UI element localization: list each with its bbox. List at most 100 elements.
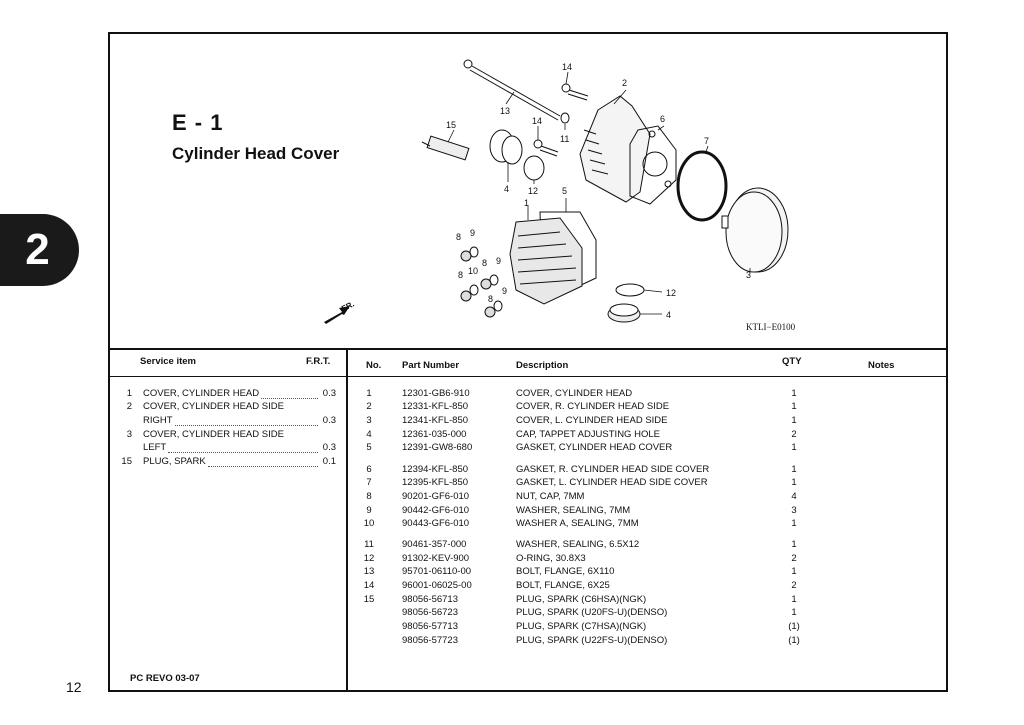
parts-page-frame: E - 1 Cylinder Head Cover KTLI−E0100 (108, 32, 948, 692)
callout: 12 (666, 288, 676, 298)
callout: 9 (496, 256, 501, 266)
part-row-qty: 2 (791, 580, 797, 591)
page-number: 12 (66, 679, 82, 695)
tappet-cap-4-lower (607, 303, 641, 323)
part-row-qty: (1) (788, 621, 800, 632)
service-row-number: 2 (126, 401, 132, 412)
service-row-description: COVER, CYLINDER HEAD SIDE (143, 429, 284, 440)
callout: 8 (488, 294, 493, 304)
part-row-part-number: 95701-06110-00 (402, 566, 472, 577)
part-row-number: 7 (366, 477, 372, 488)
service-header-rule (110, 376, 346, 377)
part-row-number: 5 (366, 442, 372, 453)
part-row-description: PLUG, SPARK (U22FS-U)(DENSO) (516, 635, 668, 646)
part-row-part-number: 90461-357-000 (402, 539, 467, 550)
o-ring-12-lower (615, 283, 645, 297)
part-row-qty: 1 (791, 477, 797, 488)
callout: 15 (446, 120, 456, 130)
part-row: 9 90442-GF6-010 WASHER, SEALING, 7MM 3 (348, 505, 946, 518)
part-row: 98056-57723 PLUG, SPARK (U22FS-U)(DENSO) (… (348, 635, 946, 648)
part-row-description: WASHER, SEALING, 7MM (516, 505, 631, 516)
part-row-qty: 1 (791, 539, 797, 550)
part-row-description: PLUG, SPARK (C7HSA)(NGK) (516, 621, 647, 632)
callout: 13 (500, 106, 510, 116)
service-item-header: Service item (140, 356, 196, 367)
part-row-qty: 1 (791, 518, 797, 529)
part-row: 7 12395-KFL-850 GASKET, L. CYLINDER HEAD S… (348, 477, 946, 490)
callout: 9 (470, 228, 475, 238)
model-footer: PC REVO 03-07 (130, 673, 200, 684)
gasket-7 (676, 150, 728, 222)
leader-lines (447, 71, 751, 315)
service-row-description: RIGHT (143, 415, 173, 426)
part-row-number: 3 (366, 415, 372, 426)
part-row-part-number: 12301-GB6-910 (402, 388, 470, 399)
part-row-description: BOLT, FLANGE, 6X25 (516, 580, 610, 591)
part-row-part-number: 12395-KFL-850 (402, 477, 469, 488)
part-row-part-number: 90201-GF6-010 (402, 491, 470, 502)
callout: 7 (704, 136, 709, 146)
part-row-description: GASKET, R. CYLINDER HEAD SIDE COVER (516, 464, 710, 475)
service-row-number: 1 (126, 388, 132, 399)
part-row-qty: 1 (791, 388, 797, 399)
part-row-number: 14 (363, 580, 375, 591)
diagram-ref-code: KTLI−E0100 (746, 322, 796, 332)
part-row-number: 9 (366, 505, 372, 516)
service-row-description: PLUG, SPARK (143, 456, 206, 467)
callout: 10 (468, 266, 478, 276)
part-row-description: GASKET, L. CYLINDER HEAD SIDE COVER (516, 477, 708, 488)
part-row-qty: 2 (791, 429, 797, 440)
callout: 5 (562, 186, 567, 196)
exploded-diagram: E - 1 Cylinder Head Cover KTLI−E0100 (110, 34, 946, 350)
part-row-description: PLUG, SPARK (C6HSA)(NGK) (516, 594, 647, 605)
part-row-part-number: 90442-GF6-010 (402, 505, 470, 516)
callout: 8 (456, 232, 461, 242)
part-row-number: 11 (364, 539, 374, 550)
part-row-number: 6 (366, 464, 372, 475)
part-row-part-number: 98056-57723 (402, 635, 458, 646)
callout: 2 (622, 78, 627, 88)
no-header: No. (366, 360, 382, 371)
qty-header: QTY (782, 356, 802, 367)
callout: 4 (504, 184, 509, 194)
callout: 8 (482, 258, 487, 268)
service-row-number: 15 (121, 456, 132, 467)
front-label: FR. (340, 299, 356, 313)
parts-header-rule (348, 376, 946, 377)
part-row: 5 12391-GW8-680 GASKET, CYLINDER HEAD COVE… (348, 442, 946, 455)
dot-leader (175, 425, 318, 426)
callout-labels: 14 2 13 6 7 15 14 11 4 12 5 1 3 8 9 10 8… (340, 62, 751, 320)
part-row-number: 4 (366, 429, 372, 440)
callout: 3 (746, 270, 751, 280)
part-row-description: NUT, CAP, 7MM (516, 491, 585, 502)
part-row-qty: 2 (791, 553, 797, 564)
service-row-description: LEFT (143, 442, 167, 453)
callout: 11 (560, 134, 569, 144)
part-row-number: 12 (363, 553, 375, 564)
part-row-part-number: 12361-035-000 (402, 429, 467, 440)
section-code: E - 1 (172, 110, 224, 135)
part-row-description: BOLT, FLANGE, 6X110 (516, 566, 615, 577)
part-row-description: GASKET, CYLINDER HEAD COVER (516, 442, 673, 453)
part-row-description: WASHER A, SEALING, 7MM (516, 518, 639, 529)
part-row-part-number: 90443-GF6-010 (402, 518, 470, 529)
service-row-frt: 0.3 (322, 388, 336, 399)
callout: 6 (660, 114, 665, 124)
part-row-part-number: 12391-GW8-680 (402, 442, 473, 453)
part-row-description: COVER, CYLINDER HEAD (516, 388, 633, 399)
part-row-qty: (1) (788, 635, 800, 646)
part-row-qty: 1 (791, 464, 797, 475)
callout: 14 (562, 62, 572, 72)
parts-tables: Service item F.R.T. No. Part Number Desc… (110, 348, 946, 690)
service-row-number: 3 (126, 429, 132, 440)
cylinder-head-cover-1 (509, 217, 583, 305)
part-row-qty: 3 (791, 505, 797, 516)
